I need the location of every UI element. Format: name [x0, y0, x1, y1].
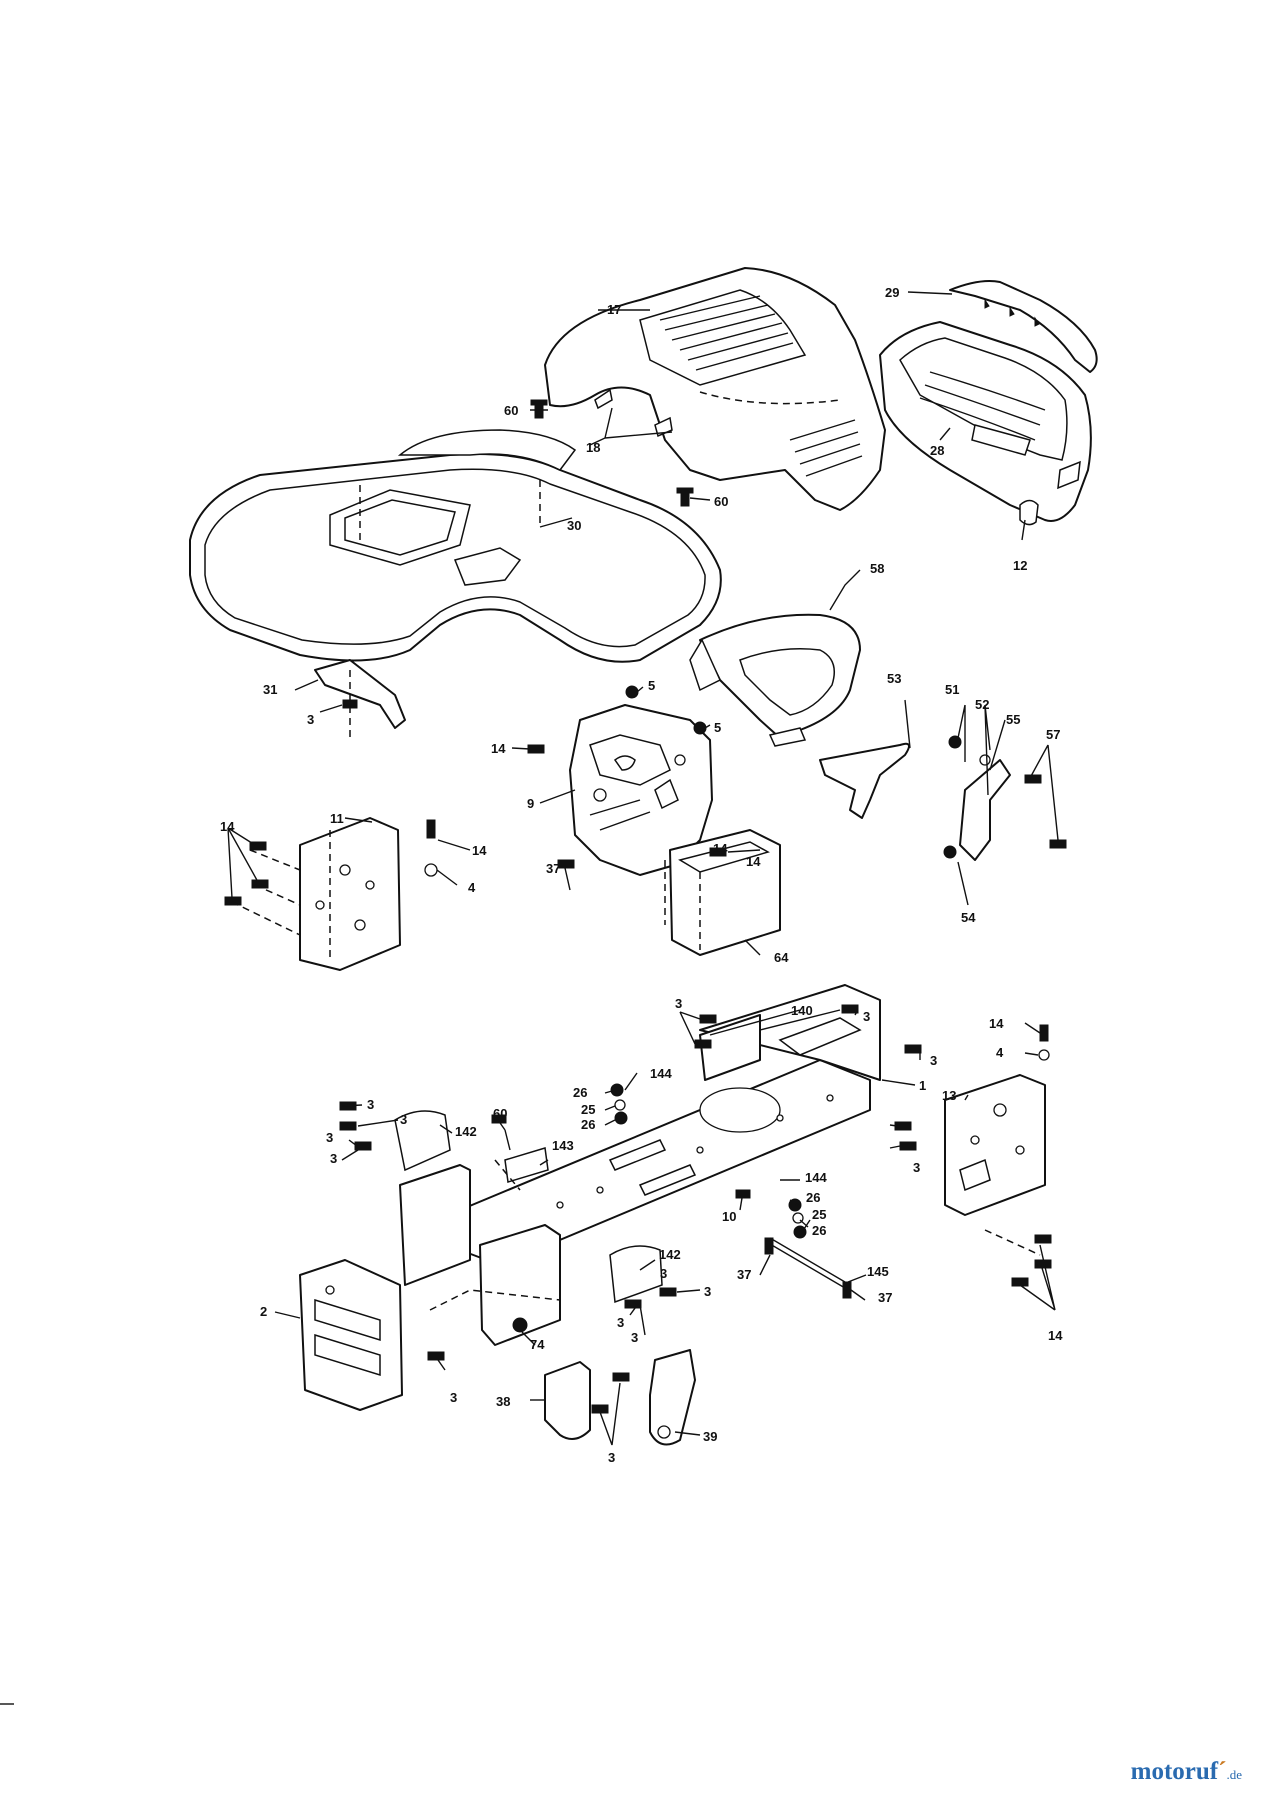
callout-57: 57	[1046, 727, 1060, 742]
callout-142: 142	[659, 1247, 681, 1262]
callout-37: 37	[737, 1267, 751, 1282]
callout-60: 60	[493, 1106, 507, 1121]
callout-4: 4	[996, 1045, 1004, 1060]
callout-labels: 17 29 60 18 28 60 30 12 58 31 5 3 5 53 5…	[220, 285, 1063, 1465]
callout-145: 145	[867, 1264, 889, 1279]
callout-55: 55	[1006, 712, 1020, 727]
callout-18: 18	[586, 440, 600, 455]
brand-domain: .de	[1226, 1767, 1242, 1782]
callout-3: 3	[330, 1151, 337, 1166]
dash-panel-part-30	[189, 429, 722, 663]
callout-14: 14	[472, 843, 487, 858]
callout-26: 26	[573, 1085, 587, 1100]
leader-lines	[227, 291, 1059, 1446]
callout-3: 3	[617, 1315, 624, 1330]
callout-10: 10	[722, 1209, 736, 1224]
latch-part-12	[1019, 499, 1039, 526]
panel-part-64	[669, 829, 781, 956]
bracket-part-55	[959, 759, 1011, 861]
callout-26: 26	[812, 1223, 826, 1238]
callout-52: 52	[975, 697, 989, 712]
callout-38: 38	[496, 1394, 510, 1409]
bracket-part-11	[299, 817, 401, 971]
callout-17: 17	[607, 302, 621, 317]
callout-26: 26	[581, 1117, 595, 1132]
assembly-lines	[231, 670, 1041, 1311]
callout-5: 5	[714, 720, 721, 735]
callout-25: 25	[812, 1207, 826, 1222]
hardware-fasteners	[224, 399, 1067, 1414]
callout-3: 3	[307, 712, 314, 727]
bracket-part-142-right	[609, 1245, 663, 1304]
callout-143: 143	[552, 1138, 574, 1153]
bracket-part-142-left	[394, 1110, 451, 1172]
callout-3: 3	[608, 1450, 615, 1465]
callout-3: 3	[863, 1009, 870, 1024]
callout-60: 60	[504, 403, 518, 418]
callout-60: 60	[714, 494, 728, 509]
callout-53: 53	[887, 671, 901, 686]
callout-12: 12	[1013, 558, 1027, 573]
callout-13: 13	[942, 1088, 956, 1103]
callout-51: 51	[945, 682, 959, 697]
callout-74: 74	[530, 1337, 545, 1352]
callout-3: 3	[913, 1160, 920, 1175]
side-plate-left	[399, 1164, 561, 1346]
callout-14: 14	[220, 819, 235, 834]
rod-part-145	[769, 1237, 846, 1289]
callout-54: 54	[961, 910, 976, 925]
callout-14: 14	[1048, 1328, 1063, 1343]
mount-part-31	[314, 659, 406, 729]
callout-14: 14	[491, 741, 506, 756]
hood-part-17	[544, 267, 886, 511]
brackets-part-38-39	[544, 1349, 696, 1446]
console-part-9	[569, 704, 713, 876]
callout-3: 3	[367, 1097, 374, 1112]
callout-144: 144	[805, 1170, 827, 1185]
callout-1: 1	[919, 1078, 926, 1093]
callout-28: 28	[930, 443, 944, 458]
callout-3: 3	[930, 1053, 937, 1068]
callout-3: 3	[675, 996, 682, 1011]
heat-shield-part-58	[689, 613, 861, 747]
callout-3: 3	[631, 1330, 638, 1345]
callout-31: 31	[263, 682, 277, 697]
motoruf-watermark-logo: motoruf´.de	[1131, 1758, 1242, 1786]
plate-part-2	[299, 1259, 403, 1411]
callout-142: 142	[455, 1124, 477, 1139]
callout-29: 29	[885, 285, 899, 300]
callout-25: 25	[581, 1102, 595, 1117]
callout-39: 39	[703, 1429, 717, 1444]
bracket-part-53	[819, 742, 910, 819]
callout-26: 26	[806, 1190, 820, 1205]
callout-37: 37	[878, 1290, 892, 1305]
grille-part-28	[879, 321, 1092, 522]
callout-3: 3	[660, 1266, 667, 1281]
frame-plate-part-140	[699, 1014, 761, 1081]
callout-144: 144	[650, 1066, 672, 1081]
callout-14: 14	[713, 841, 728, 856]
bracket-part-13	[944, 1074, 1046, 1216]
callout-3: 3	[400, 1112, 407, 1127]
callout-5: 5	[648, 678, 655, 693]
callout-4: 4	[468, 880, 476, 895]
callout-3: 3	[326, 1130, 333, 1145]
callout-11: 11	[330, 811, 344, 826]
callout-58: 58	[870, 561, 884, 576]
callout-37: 37	[546, 861, 560, 876]
brand-main: motoruf	[1130, 1758, 1219, 1785]
callout-2: 2	[260, 1304, 267, 1319]
callout-30: 30	[567, 518, 581, 533]
callout-140: 140	[791, 1003, 813, 1018]
callout-9: 9	[527, 796, 534, 811]
callout-64: 64	[774, 950, 789, 965]
bumper-part-29	[949, 280, 1098, 373]
callout-3: 3	[704, 1284, 711, 1299]
callout-3: 3	[450, 1390, 457, 1405]
callout-14: 14	[746, 854, 761, 869]
brand-mark: ´	[1218, 1758, 1227, 1785]
callout-14: 14	[989, 1016, 1004, 1031]
